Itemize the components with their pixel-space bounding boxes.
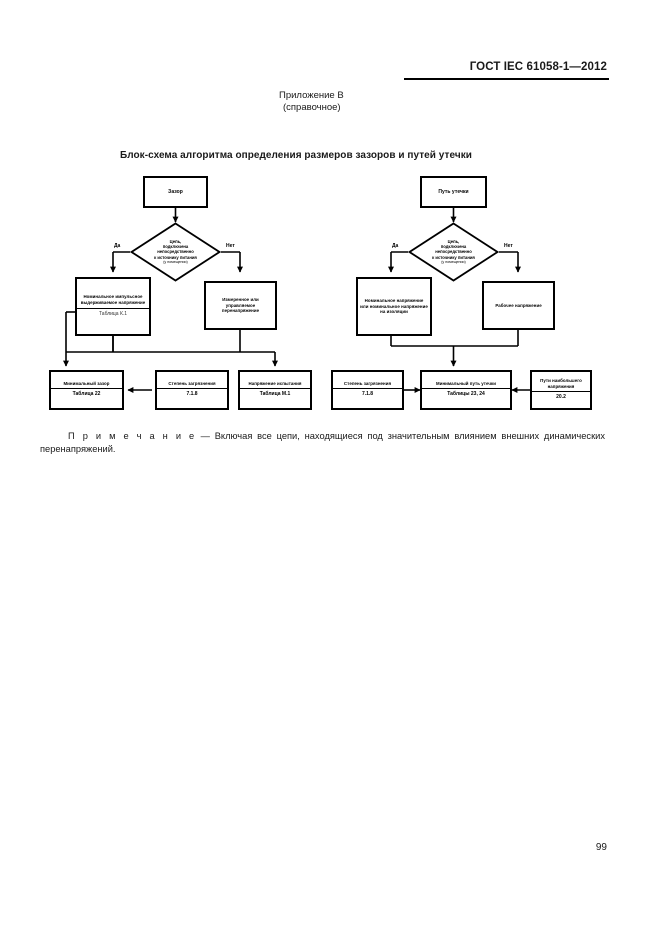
annex-subtitle: (справочное)	[283, 102, 341, 113]
node-left-pollution-ref: 7.1.8	[186, 391, 198, 398]
edge-label-left-no: Нет	[226, 243, 235, 249]
node-right-decision: Цепь, подключена непосредственно к источ…	[408, 222, 499, 282]
node-left-test-label: Напряжение испытания	[248, 380, 302, 386]
node-left-pollution: Степень загрязнения 7.1.8	[155, 370, 229, 410]
node-divider	[422, 388, 510, 390]
node-divider	[532, 391, 590, 393]
flowchart-title: Блок-схема алгоритма определения размеро…	[120, 150, 472, 161]
node-right-no-label: Рабочее напряжение	[495, 302, 542, 308]
node-left-yes: Номинальное импульсное выдерживаемое нап…	[75, 277, 151, 336]
flowchart-connectors	[63, 208, 530, 393]
node-right-start: Путь утечки	[420, 176, 487, 208]
diamond-shape	[130, 222, 221, 282]
node-right-yes: Номинальное напряжение или номинальное н…	[356, 277, 432, 336]
node-left-no-label: Измеренное или управляемое перенапряжени…	[221, 297, 260, 314]
node-left-start: Зазор	[143, 176, 208, 208]
node-right-no: Рабочее напряжение	[482, 281, 555, 330]
node-left-yes-label: Номинальное импульсное выдерживаемое нап…	[80, 294, 146, 305]
node-right-start-label: Путь утечки	[438, 189, 469, 195]
node-left-test-ref: Таблица М.1	[259, 391, 291, 398]
note-dash: —	[195, 431, 215, 441]
node-left-result: Минимальный зазор Таблица 22	[49, 370, 124, 410]
node-left-yes-ref: Таблица К.1	[98, 310, 128, 317]
node-right-result-ref: Таблицы 23, 24	[447, 391, 485, 398]
node-right-result-label: Минимальный путь утечки	[436, 380, 496, 386]
node-right-pollution: Степень загрязнения 7.1.8	[331, 370, 404, 410]
diamond-shape	[408, 222, 499, 282]
node-left-result-label: Минимальный зазор	[63, 380, 110, 386]
node-left-pollution-label: Степень загрязнения	[168, 380, 216, 386]
node-right-peak: Пути наибольшего напряжения 20.2	[530, 370, 592, 410]
node-divider	[51, 388, 122, 390]
edge-label-right-yes: Да	[392, 243, 399, 249]
node-right-pollution-label: Степень загрязнения	[343, 380, 392, 386]
note-paragraph: П р и м е ч а н и е — Включая все цепи, …	[40, 430, 605, 456]
node-left-decision: Цепь, подключена непосредственно к источ…	[130, 222, 221, 282]
edge-label-left-yes: Да	[114, 243, 121, 249]
node-right-yes-label: Номинальное напряжение или номинальное н…	[360, 298, 428, 315]
node-right-peak-label: Пути наибольшего напряжения	[540, 377, 582, 389]
node-divider	[157, 388, 227, 390]
page-number: 99	[595, 842, 607, 853]
node-left-start-label: Зазор	[168, 189, 183, 195]
note-lead: П р и м е ч а н и е	[68, 431, 196, 441]
node-right-result: Минимальный путь утечки Таблицы 23, 24	[420, 370, 512, 410]
node-left-test: Напряжение испытания Таблица М.1	[238, 370, 312, 410]
header-rule	[404, 78, 609, 80]
document-header-standard: ГОСТ IEC 61058-1—2012	[469, 61, 607, 73]
node-right-peak-ref: 20.2	[556, 394, 566, 401]
annex-title: Приложение В	[279, 90, 344, 101]
node-divider	[77, 307, 149, 309]
edge-label-right-no: Нет	[504, 243, 513, 249]
node-left-no: Измеренное или управляемое перенапряжени…	[204, 281, 277, 330]
note-text: Включая все цепи, находящиеся под значит…	[40, 431, 605, 454]
node-divider	[240, 388, 310, 390]
node-right-pollution-ref: 7.1.8	[361, 391, 374, 398]
node-left-result-ref: Таблица 22	[72, 391, 101, 398]
node-divider	[333, 388, 402, 390]
